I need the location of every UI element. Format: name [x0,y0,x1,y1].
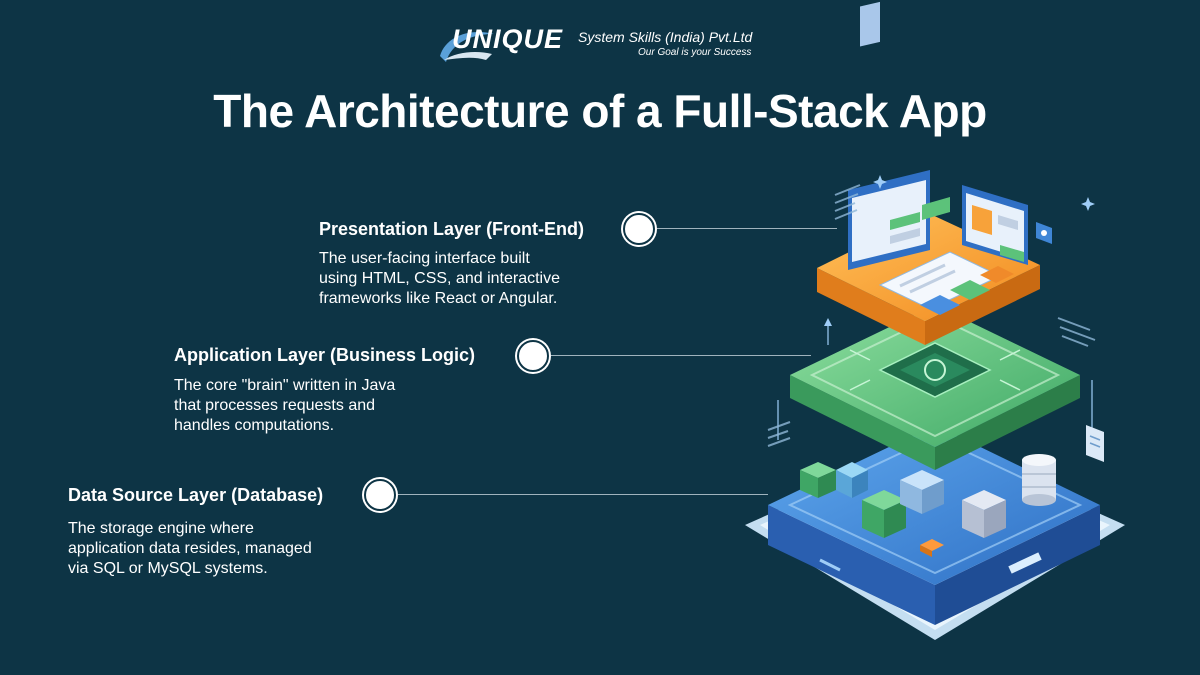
description-line: The storage engine where [68,520,254,537]
application-layer-description: The core "brain" written in Java that pr… [174,376,395,436]
data-layer-node [364,479,396,511]
description-line: using HTML, CSS, and interactive [319,270,560,287]
presentation-layer-connector [657,228,837,229]
ui-card-icon [878,251,1014,315]
company-logo: UNIQUE System Skills (India) Pvt.Ltd Our… [436,20,776,66]
decorative-code-lines [767,184,1096,447]
application-layer-connector [551,355,811,356]
description-line: application data resides, managed [68,540,312,557]
description-line: via SQL or MySQL systems. [68,560,268,577]
sparkle-icon [873,175,1095,211]
up-arrow-icon [824,318,832,326]
database-cylinder-icon [1022,454,1056,506]
logo-brand-text: UNIQUE [452,24,564,54]
cpu-chip-icon [849,342,1021,398]
document-icon [1086,425,1104,462]
logo-company-name: System Skills (India) Pvt.Ltd [578,29,753,45]
presentation-layer-description: The user-facing interface built using HT… [319,249,560,309]
page-title: The Architecture of a Full-Stack App [213,85,987,137]
description-line: The core "brain" written in Java [174,377,396,394]
swoosh-icon [440,32,494,62]
presentation-layer-heading: Presentation Layer (Front-End) [319,219,585,239]
data-layer-description: The storage engine where application dat… [68,519,312,579]
application-layer-node [517,340,549,372]
description-line: The user-facing interface built [319,250,530,267]
description-line: that processes requests and [174,397,376,414]
browser-window-icons [848,1,1028,270]
data-layer-connector [398,494,768,495]
data-block-icons [800,462,1006,557]
logo-tagline: Our Goal is your Success [638,47,752,58]
description-line: handles computations. [174,417,335,434]
presentation-layer-node [623,213,655,245]
data-layer-heading: Data Source Layer (Database) [68,485,324,505]
description-line: frameworks like React or Angular. [319,290,558,307]
application-layer-heading: Application Layer (Business Logic) [174,345,476,365]
location-pin-icon [1036,222,1052,244]
